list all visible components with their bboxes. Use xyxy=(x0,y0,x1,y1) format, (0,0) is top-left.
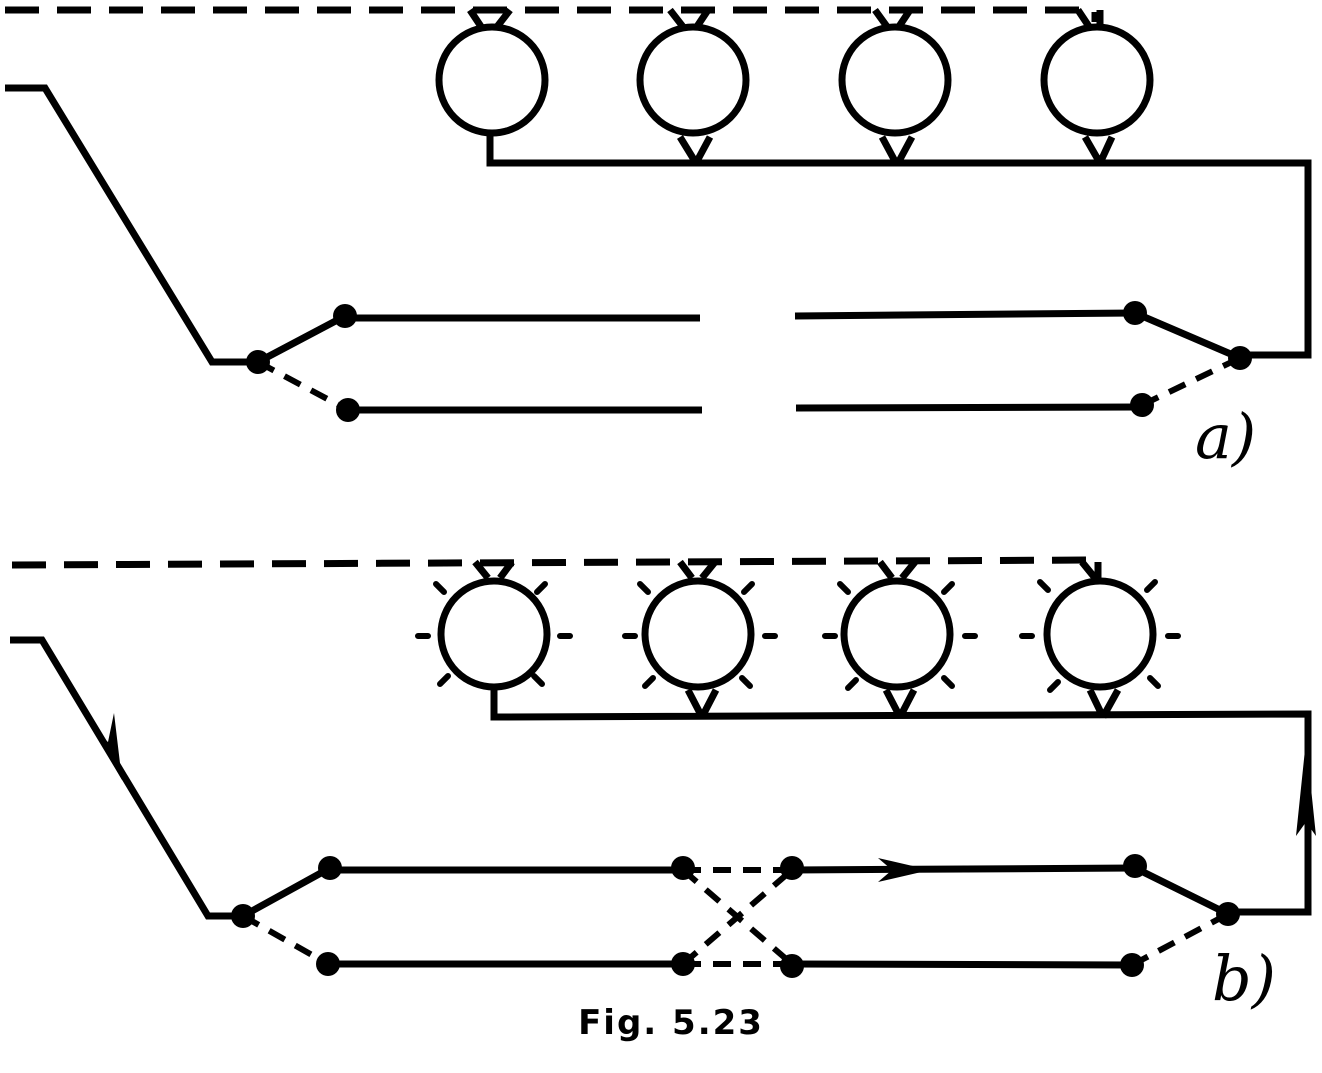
traveller-lower-right-b xyxy=(791,960,1133,969)
contact-dot xyxy=(671,856,695,880)
current-arrow-middle xyxy=(878,858,930,882)
left-feed-wire-a xyxy=(5,84,258,366)
contact-dot xyxy=(318,856,342,880)
right-switch-dashed-a xyxy=(1140,355,1242,408)
contact-dot xyxy=(780,856,804,880)
lamp-return-wire-a xyxy=(486,135,1312,359)
lamp-a-1 xyxy=(435,23,549,137)
panel-label-b: b) xyxy=(1212,942,1276,1015)
contact-dot xyxy=(1120,953,1144,977)
right-switch-dashed-b xyxy=(1130,911,1230,968)
left-feed-wire-b xyxy=(10,636,243,920)
left-switch-blade-b xyxy=(241,864,332,920)
lamp-top-taps-a xyxy=(467,7,1104,31)
traveller-lower-a xyxy=(348,403,1141,414)
contact-dot xyxy=(1123,854,1147,878)
lamp-glow-rays xyxy=(415,579,1181,693)
lamp-b-4 xyxy=(1043,577,1157,691)
lamp-a-2 xyxy=(636,23,750,137)
contact-dot xyxy=(246,350,270,374)
contact-dot xyxy=(1123,301,1147,325)
contact-dot xyxy=(1216,902,1240,926)
contact-dot xyxy=(231,904,255,928)
lamp-top-taps-b xyxy=(472,559,1102,581)
crossover-dashed-diag-2 xyxy=(681,867,794,967)
contact-dot xyxy=(336,398,360,422)
lamp-return-wire-b xyxy=(490,688,1312,916)
panel-label-a: a) xyxy=(1195,400,1256,473)
dashed-supply-line-a xyxy=(5,6,1099,22)
traveller-upper-a xyxy=(345,309,1136,322)
left-switch-dashed-a xyxy=(256,359,350,413)
contact-dot xyxy=(780,954,804,978)
contact-dot xyxy=(671,952,695,976)
right-switch-blade-b xyxy=(1133,864,1230,918)
lamp-b-3 xyxy=(840,577,954,691)
left-switch-dashed-b xyxy=(241,913,330,967)
dashed-supply-line-b xyxy=(11,556,1102,575)
lamp-b-2 xyxy=(641,577,755,691)
current-arrow-left xyxy=(93,713,122,780)
contact-dot xyxy=(333,304,357,328)
current-arrow-right xyxy=(1296,740,1316,836)
traveller-upper-right-b xyxy=(791,864,1136,874)
right-switch-blade-a xyxy=(1133,309,1242,362)
contact-dot xyxy=(316,952,340,976)
contact-dot xyxy=(1130,393,1154,417)
lamp-a-3 xyxy=(838,23,952,137)
panel-a: a) xyxy=(5,6,1312,473)
lamp-b-1 xyxy=(437,577,551,691)
left-switch-blade-a xyxy=(256,312,347,366)
contact-dot xyxy=(1228,346,1252,370)
lamp-a-4 xyxy=(1040,23,1154,137)
panel-b: b) xyxy=(10,556,1316,1015)
figure-caption: Fig. 5.23 xyxy=(578,1003,764,1043)
